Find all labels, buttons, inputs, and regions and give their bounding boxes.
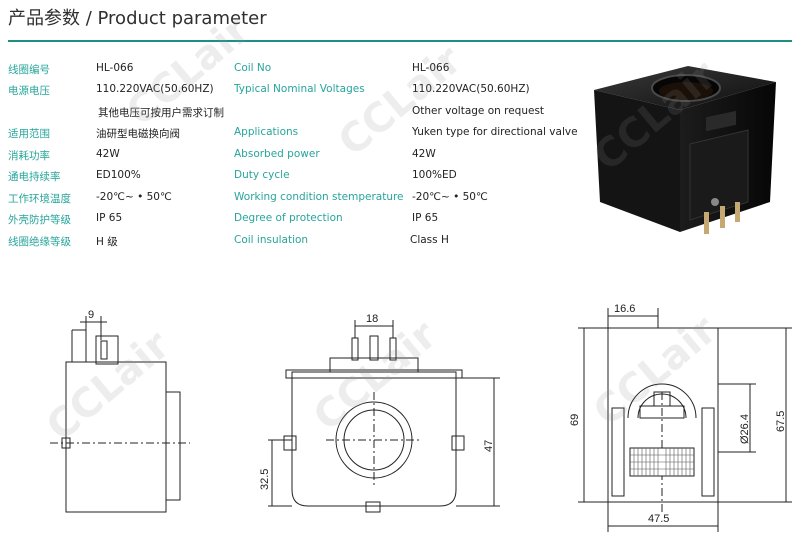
param-value-en: -20℃~ • 50℃ [412,191,488,203]
param-value-zh: H 级 [96,236,118,248]
param-label-en: Coil insulation [234,234,309,246]
param-label-en: Degree of protection [234,212,343,224]
terminal-pin [720,206,725,228]
page-title: 产品参数 / Product parameter [8,8,267,29]
dimension-drawings: 9 18 32.5 47 [50,303,792,532]
param-label-zh: 适用范围 [8,128,50,140]
section-dim-diameter: Ø26.4 [739,414,751,444]
terminal-pin [735,202,740,222]
section-dim-left: 69 [569,414,581,426]
param-label-zh: 线圈编号 [8,64,50,76]
param-value-zh: -20℃~ • 50℃ [96,191,172,203]
side-dim-top: 9 [88,309,94,321]
section-dim-bottom: 47.5 [648,513,669,525]
param-label-zh: 电源电压 [8,85,50,97]
watermark: CCLair [330,37,471,166]
param-value-en: 110.220VAC(50.60HZ) [412,83,530,95]
param-value-en: 100%ED [412,169,457,181]
param-label-en: Coil No [234,62,272,74]
param-value-en: Class H [410,234,449,246]
param-value-zh: 油研型电磁换向阀 [96,128,180,140]
param-value-zh: ED100% [96,169,141,181]
param-label-zh: 通电持续率 [8,171,61,183]
param-label-en: Applications [234,126,299,138]
title-divider [8,40,792,42]
param-label-zh: 消耗功率 [8,150,50,162]
param-label-zh: 外壳防护等级 [8,214,71,226]
param-value-zh: 110.220VAC(50.60HZ) [96,83,214,95]
param-label-zh: 工作环境温度 [8,193,71,205]
param-value-en: IP 65 [412,212,439,224]
param-value-en: 42W [412,148,436,160]
param-value-zh: 42W [96,148,120,160]
param-label-en: Absorbed power [234,148,320,160]
coil-left-face [594,90,680,232]
coil-product-photo [594,66,776,234]
param-label-zh: 线圈绝缘等级 [8,236,71,248]
front-dim-top: 18 [366,313,378,325]
section-view-drawing: 16.6 69 Ø26.4 67.5 47.5 [569,303,792,532]
front-dim-right: 47 [483,440,495,452]
param-label-en: Typical Nominal Voltages [234,83,365,95]
param-value-zh: IP 65 [96,212,123,224]
param-label-en: Working condition stemperature [234,191,404,203]
connector-block [689,129,749,221]
param-value-en: HL-066 [412,62,450,74]
param-label-en: Duty cycle [234,169,290,181]
section-dim-top: 16.6 [614,303,635,315]
param-value-zh: HL-066 [96,62,134,74]
param-value-en: Yuken type for directional valve [412,126,578,138]
side-view-drawing: 9 [50,309,190,513]
terminal-pin [704,212,709,234]
param-value-zh: 其他电压可按用户需求订制 [98,107,224,119]
section-dim-right: 67.5 [775,411,787,432]
front-view-drawing: 18 32.5 47 [259,313,500,513]
front-dim-left: 32.5 [259,469,271,490]
param-value-en: Other voltage on request [412,105,545,117]
